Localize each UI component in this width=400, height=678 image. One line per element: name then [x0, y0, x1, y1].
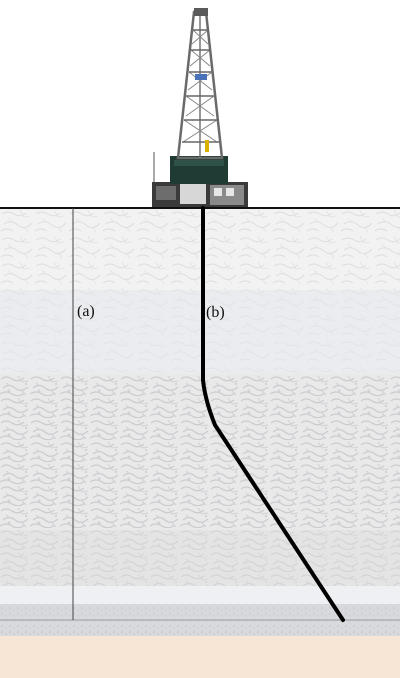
rock-layers [0, 208, 400, 678]
drilling-rig-icon [152, 8, 248, 208]
base-layer [0, 636, 400, 678]
well-a-label: (a) [77, 303, 95, 320]
well-b-path [201, 206, 345, 622]
well-b-label: (b) [206, 304, 225, 321]
rock-layer-5 [0, 586, 400, 604]
